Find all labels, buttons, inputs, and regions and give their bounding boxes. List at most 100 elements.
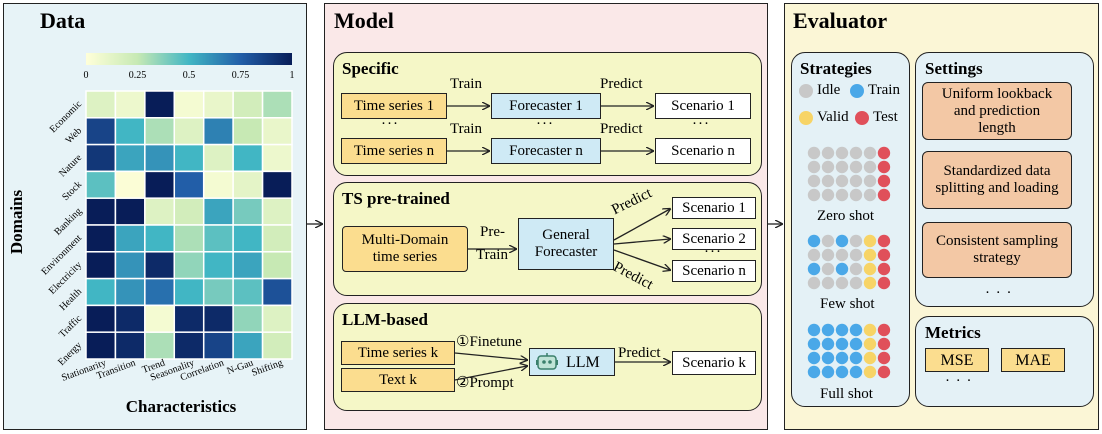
strategy-dot: [877, 234, 891, 248]
heatmap-cell: [232, 304, 264, 333]
strategy-dot: [863, 160, 877, 174]
specific-scenario-n: Scenario n: [655, 138, 751, 164]
strategy-dot: [835, 276, 849, 290]
strategy-dot: [807, 234, 821, 248]
specific-predict-label-n: Predict: [600, 121, 643, 137]
heatmap-cells: [85, 90, 293, 360]
llm-input-text: Text k: [341, 368, 455, 392]
setting-item-3: Consistent sampling strategy: [922, 222, 1072, 278]
strategy-dot: [807, 146, 821, 160]
y-axis-label: Domains: [7, 190, 26, 255]
llm-input-time-series: Time series k: [341, 341, 455, 365]
heatmap-cell: [202, 117, 234, 146]
strategy-dot: [863, 337, 877, 351]
legend-item-test: Test: [855, 109, 898, 126]
strategy-dot: [807, 323, 821, 337]
general-forecaster: General Forecaster: [518, 218, 614, 270]
specific-input-n: Time series n: [341, 138, 447, 164]
strategy-dot: [807, 276, 821, 290]
settings-ellipsis: · · ·: [985, 285, 1013, 301]
heatmap-cell: [232, 277, 264, 307]
specific-ellipsis-3: ···: [692, 116, 710, 132]
colorbar-tick: 0.25: [129, 70, 147, 81]
heatmap-cell: [85, 331, 117, 360]
specific-forecaster-n: Forecaster n: [491, 138, 601, 164]
legend-label: Idle: [817, 82, 841, 98]
llm-predict-label: Predict: [618, 345, 661, 361]
heatmap-cell: [114, 251, 146, 280]
setting-item-1: Uniform lookback and prediction length: [922, 82, 1072, 140]
legend-item-valid: Valid: [799, 109, 849, 126]
specific-scenario-1: Scenario 1: [655, 93, 751, 119]
strategy-dot: [821, 146, 835, 160]
strategy-dot: [849, 234, 863, 248]
strategy-dot: [821, 262, 835, 276]
strategy-dot: [821, 174, 835, 188]
heatmap-cell: [85, 197, 117, 226]
heatmap-cell: [261, 170, 293, 199]
strategy-dot: [807, 160, 821, 174]
strategy-dot: [849, 351, 863, 365]
strategy-dot: [849, 323, 863, 337]
heatmap-cell: [261, 251, 293, 280]
heatmap-cell: [232, 117, 264, 146]
legend-label: Valid: [817, 109, 849, 125]
strategy-dot: [877, 351, 891, 365]
heatmap-cell: [144, 304, 176, 333]
colorbar-tick: 1: [290, 70, 295, 81]
strategy-dot: [863, 351, 877, 365]
specific-input-1: Time series 1: [341, 93, 447, 119]
strategy-dot: [877, 160, 891, 174]
few-shot-grid: [807, 234, 891, 290]
setting-item-2: Standardized data splitting and loading: [922, 151, 1072, 209]
strategy-dot: [807, 262, 821, 276]
strategy-dot: [863, 276, 877, 290]
specific-ellipsis-2: ···: [536, 116, 554, 132]
heatmap-cell: [261, 331, 293, 360]
metrics-ellipsis: · · ·: [945, 373, 973, 389]
ts-pretrained-title: TS pre-trained: [342, 189, 450, 208]
heatmap-cell: [232, 143, 264, 173]
metric-mse: MSE: [925, 348, 989, 372]
strategy-dot: [849, 248, 863, 262]
strategy-dot: [821, 248, 835, 262]
strategy-dot: [877, 146, 891, 160]
strategy-dot: [807, 337, 821, 351]
prompt-label: ②Prompt: [456, 375, 514, 391]
strategy-dot: [807, 351, 821, 365]
ts-scenario-2: Scenario 2: [672, 228, 756, 250]
strategy-dot: [877, 174, 891, 188]
zero-shot-grid: [807, 146, 891, 202]
strategy-dot: [863, 323, 877, 337]
strategy-dot: [877, 323, 891, 337]
strategy-dot: [807, 248, 821, 262]
llm-scenario: Scenario k: [672, 351, 756, 375]
legend-dot: [855, 110, 869, 125]
strategy-dot: [863, 262, 877, 276]
strategy-dot: [821, 188, 835, 202]
strategy-dot: [807, 365, 821, 379]
strategy-dot: [835, 160, 849, 174]
strategy-dot: [849, 276, 863, 290]
heatmap-cell: [232, 197, 264, 226]
heatmap-cell: [114, 277, 146, 307]
strategy-dot: [849, 365, 863, 379]
strategy-dot: [835, 188, 849, 202]
strategy-dot: [877, 262, 891, 276]
colorbar-tick: 0: [84, 70, 89, 81]
llm-based-title: LLM-based: [342, 310, 428, 329]
ts-ellipsis: ···: [704, 244, 722, 260]
specific-ellipsis-1: ···: [381, 116, 399, 132]
specific-title: Specific: [342, 59, 399, 78]
strategies-title: Strategies: [800, 59, 872, 78]
heatmap-cell: [202, 90, 234, 119]
heatmap-cell: [173, 170, 205, 199]
strategy-dot: [821, 337, 835, 351]
robot-icon: [536, 353, 558, 370]
heatmap-cell: [114, 304, 146, 333]
legend-dot: [850, 83, 864, 98]
strategy-dot: [835, 146, 849, 160]
